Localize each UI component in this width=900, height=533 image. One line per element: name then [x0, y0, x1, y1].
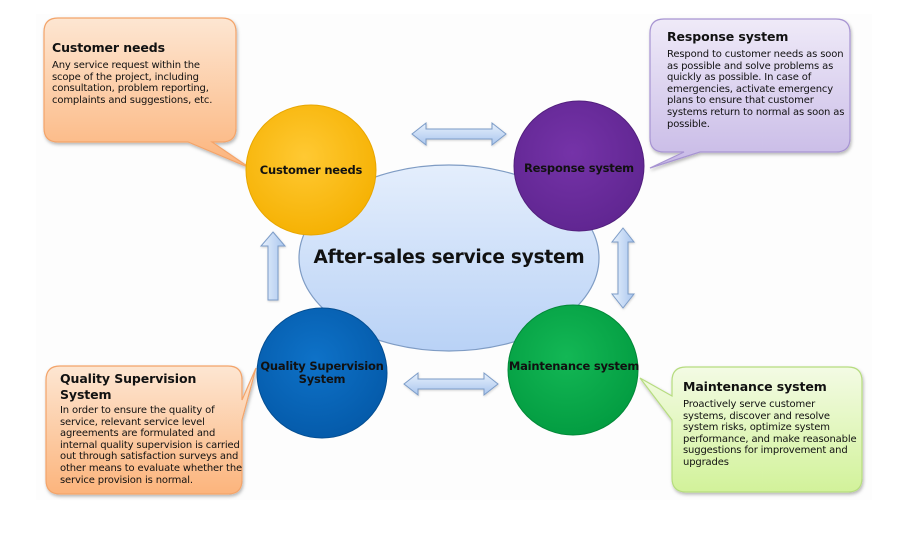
- node-maintenance-system: [507, 304, 639, 436]
- arrow-quality-to-customer: [259, 231, 287, 301]
- callout-title: Response system: [667, 29, 789, 44]
- callout-response-system-shape: [649, 18, 851, 169]
- arrow-quality-maintenance: [403, 371, 499, 397]
- node-label-response-system: Response system: [524, 161, 634, 175]
- node-label-maintenance-system: Maintenance system: [508, 359, 640, 373]
- callout-customer-needs: Customer needs Any service request withi…: [52, 40, 230, 106]
- node-response-system: [513, 100, 645, 232]
- callout-body: Respond to customer needs as soon as pos…: [667, 49, 845, 130]
- callout-maintenance-system-shape: [639, 366, 863, 493]
- callout-body: Proactively serve customer systems, disc…: [683, 399, 857, 468]
- arrow-response-maintenance: [610, 227, 636, 309]
- callout-maintenance-system: Maintenance system Proactively serve cus…: [683, 379, 861, 469]
- node-label-customer-needs: Customer needs: [259, 163, 363, 177]
- node-customer-needs: [245, 104, 377, 236]
- callout-response-system: Response system Respond to customer need…: [667, 29, 847, 130]
- center-ellipse: [298, 164, 600, 352]
- callout-quality-supervision-shape: [45, 365, 257, 495]
- node-label-quality-line1: Quality Supervision: [260, 359, 384, 373]
- arrow-customer-response: [411, 121, 507, 147]
- center-label: After-sales service system: [313, 247, 585, 268]
- callout-body: Any service request within the scope of …: [52, 60, 213, 106]
- callout-title: Quality Supervision System: [60, 371, 197, 402]
- callout-quality-supervision: Quality Supervision System In order to e…: [60, 371, 242, 486]
- callout-customer-needs-shape: [43, 17, 251, 169]
- node-label-quality-line2: System: [298, 372, 346, 386]
- callout-body: In order to ensure the quality of servic…: [60, 405, 243, 486]
- callout-title: Maintenance system: [683, 379, 827, 394]
- callout-title: Customer needs: [52, 40, 165, 55]
- node-quality-supervision: [256, 307, 388, 439]
- node-label-quality-supervision: Quality Supervision System: [252, 360, 392, 386]
